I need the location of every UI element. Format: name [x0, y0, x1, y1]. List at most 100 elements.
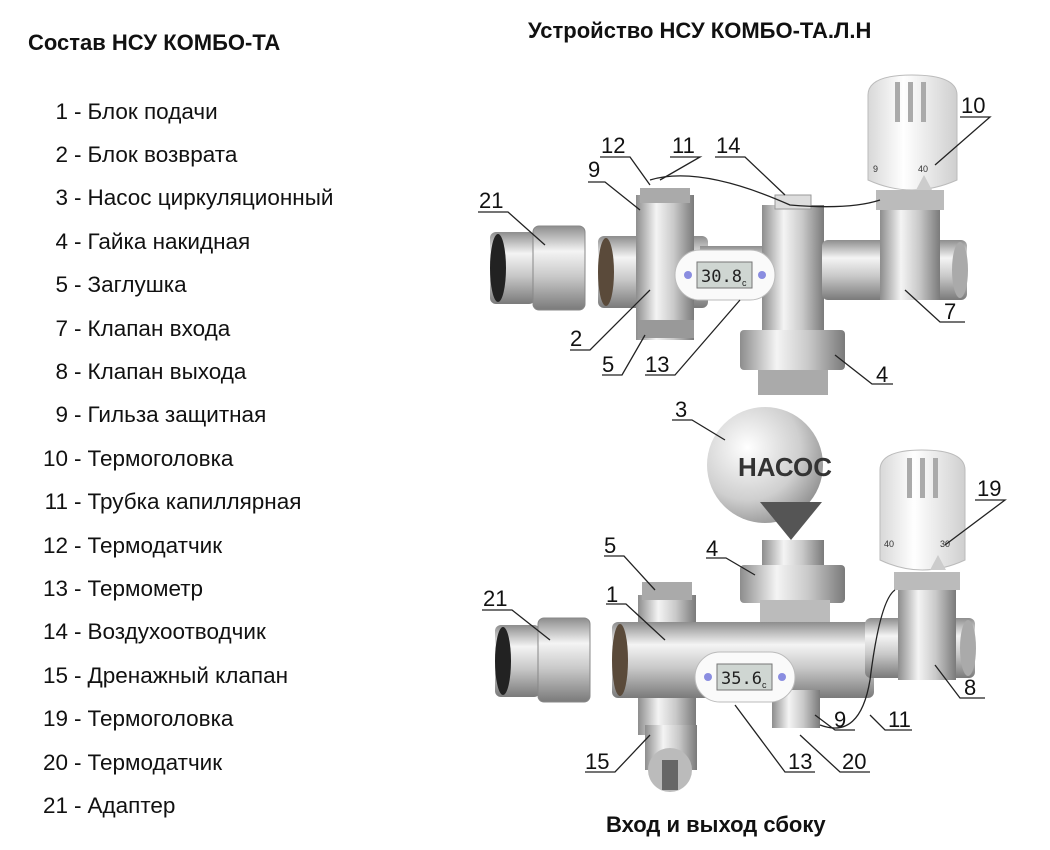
component-name: Гильза защитная: [87, 402, 267, 428]
callout-12: 12: [601, 133, 625, 158]
separator: -: [74, 749, 82, 775]
thermometer-top: 30.8 c: [674, 249, 776, 301]
component-name: Заглушка: [87, 272, 187, 298]
callout-10: 10: [961, 93, 985, 118]
callout-21: 21: [479, 188, 503, 213]
component-number: 12: [42, 532, 68, 558]
component-item: 19-Термоголовка: [20, 697, 333, 740]
component-number: 21: [42, 792, 68, 818]
callout-20: 20: [842, 749, 866, 774]
callout-9: 9: [588, 157, 600, 182]
component-name: Клапан входа: [87, 315, 231, 341]
head-top-scale-2: 40: [918, 164, 928, 174]
inlet-valve: [822, 190, 968, 300]
callout-9-lower: 9: [834, 707, 846, 732]
composition-title: Состав НСУ КОМБО-ТА: [28, 30, 281, 55]
callout-1: 1: [606, 582, 618, 607]
component-number: 15: [42, 662, 68, 688]
component-item: 15-Дренажный клапан: [20, 654, 333, 697]
component-item: 9-Гильза защитная: [20, 394, 333, 437]
component-name: Дренажный клапан: [87, 662, 289, 688]
component-number: 11: [44, 489, 68, 515]
separator: -: [74, 489, 82, 515]
component-name: Адаптер: [87, 792, 176, 818]
separator: -: [74, 575, 82, 601]
separator: -: [74, 532, 82, 558]
component-number: 9: [55, 402, 68, 428]
component-name: Блок подачи: [87, 98, 218, 124]
component-number: 3: [55, 185, 68, 211]
callout-7: 7: [944, 299, 956, 324]
separator: -: [74, 142, 82, 168]
separator: -: [74, 185, 82, 211]
callout-21-lower: 21: [483, 586, 507, 611]
thermometer-top-reading: 30.8: [701, 267, 742, 287]
component-name: Трубка капиллярная: [87, 489, 302, 515]
callout-5-lower: 5: [604, 533, 616, 558]
center-pipe-bottom: [740, 540, 845, 630]
component-name: Термометр: [87, 575, 204, 601]
callout-14: 14: [716, 133, 740, 158]
separator: -: [74, 402, 82, 428]
separator: -: [74, 706, 82, 732]
component-number: 13: [42, 575, 68, 601]
head-bottom-scale-1: 40: [884, 539, 894, 549]
component-number: 4: [55, 228, 68, 254]
thermo-head-top: 9 40: [867, 74, 958, 191]
component-item: 13-Термометр: [20, 567, 333, 610]
component-name: Блок возврата: [87, 142, 238, 168]
component-item: 7-Клапан входа: [20, 307, 333, 350]
callout-13: 13: [645, 352, 669, 377]
callout-8: 8: [964, 675, 976, 700]
component-item: 11-Трубка капиллярная: [20, 481, 333, 524]
head-bottom-scale-2: 30: [940, 539, 950, 549]
separator: -: [74, 445, 82, 471]
component-item: 1-Блок подачи: [20, 90, 333, 133]
separator: -: [74, 228, 82, 254]
connection-caption: Вход и выход сбоку: [606, 812, 826, 837]
component-number: 2: [55, 142, 68, 168]
component-item: 14-Воздухоотводчик: [20, 611, 333, 654]
callouts: 12 11 9 14 10 21 2 5 13 4 7 3 19 5 4 1 2…: [478, 93, 1007, 774]
callout-2: 2: [570, 326, 582, 351]
component-item: 4-Гайка накидная: [20, 220, 333, 263]
outlet-valve: [865, 572, 976, 680]
head-top-scale-1: 9: [873, 164, 878, 174]
callout-4: 4: [876, 362, 888, 387]
component-number: 8: [55, 359, 68, 385]
component-item: 8-Клапан выхода: [20, 350, 333, 393]
separator: -: [74, 619, 82, 645]
callout-4-lower: 4: [706, 536, 718, 561]
component-item: 5-Заглушка: [20, 264, 333, 307]
adapter-top: [490, 225, 586, 311]
thermometer-top-unit: c: [742, 278, 747, 288]
separator: -: [74, 792, 82, 818]
component-number: 20: [42, 749, 68, 775]
callout-13-lower: 13: [788, 749, 812, 774]
thermometer-bottom-reading: 35.6: [721, 669, 762, 689]
component-item: 3-Насос циркуляционный: [20, 177, 333, 220]
callout-3: 3: [675, 397, 687, 422]
component-number: 19: [42, 706, 68, 732]
component-number: 14: [42, 619, 68, 645]
component-item: 12-Термодатчик: [20, 524, 333, 567]
thermometer-bottom-unit: c: [762, 680, 767, 690]
separator: -: [74, 315, 82, 341]
component-name: Термоголовка: [87, 445, 234, 471]
separator: -: [74, 359, 82, 385]
component-name: Гайка накидная: [87, 228, 251, 254]
callout-11-lower: 11: [888, 707, 911, 732]
callout-19: 19: [977, 476, 1001, 501]
separator: -: [74, 272, 82, 298]
component-name: Воздухоотводчик: [87, 619, 266, 645]
component-name: Термоголовка: [87, 706, 234, 732]
component-number: 1: [55, 98, 68, 124]
component-name: Насос циркуляционный: [87, 185, 334, 211]
callout-11: 11: [672, 133, 695, 158]
pump-label: НАСОС: [738, 452, 832, 482]
thermo-head-bottom: 40 30: [879, 449, 966, 571]
adapter-bottom: [495, 617, 591, 703]
thermometer-bottom: 35.6 c: [694, 651, 796, 703]
